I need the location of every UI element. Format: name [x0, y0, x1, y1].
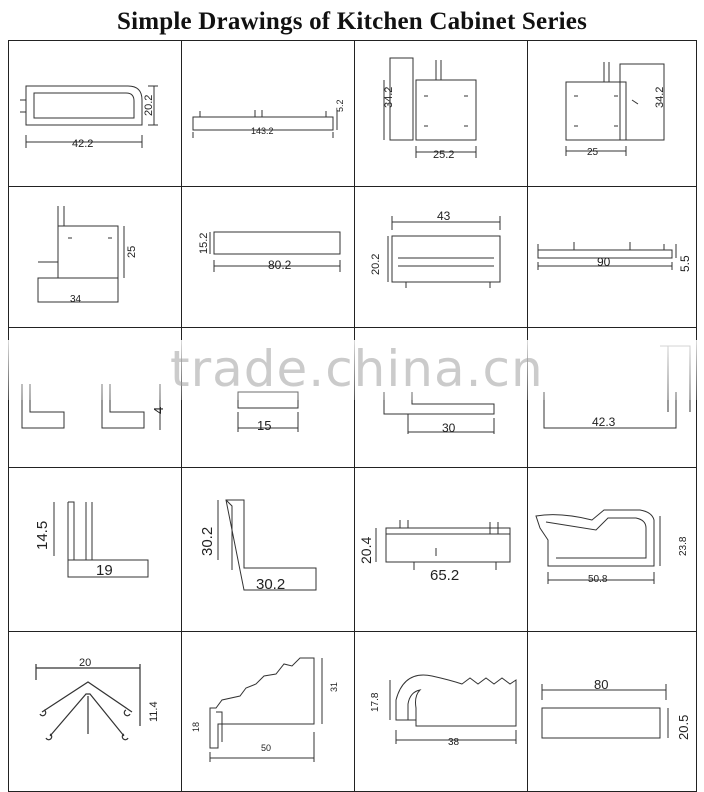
- profile-r3c3: [383, 392, 495, 434]
- profile-r5c4: [541, 684, 669, 739]
- dim-label: 34.2: [654, 87, 666, 108]
- dim-label: 5.2: [335, 99, 345, 112]
- profile-r1c4: [565, 62, 665, 156]
- dim-label: 42.3: [592, 415, 616, 429]
- dim-label: 30.2: [199, 527, 216, 556]
- profile-r4c1: [53, 501, 149, 578]
- dim-label: 31: [329, 682, 339, 692]
- dim-label: 50.8: [588, 574, 608, 585]
- profile-r2c1: [37, 206, 125, 303]
- dim-label: 30: [442, 421, 456, 435]
- dim-label: 23.8: [678, 536, 689, 556]
- dim-label: 14.5: [34, 521, 51, 550]
- page-title: Simple Drawings of Kitchen Cabinet Serie…: [117, 8, 587, 35]
- watermark: trade.china.cn: [170, 340, 544, 398]
- profile-r2c4: [537, 242, 677, 270]
- profile-r4c3: [375, 520, 511, 570]
- dim-label: 143.2: [251, 126, 274, 136]
- dim-label: 20.2: [143, 95, 155, 116]
- profile-r1c1: [20, 85, 158, 148]
- dim-label: 25.2: [433, 149, 454, 161]
- dim-label: 38: [448, 737, 460, 748]
- dim-label: 80: [594, 677, 608, 692]
- dim-label: 15.2: [198, 233, 210, 254]
- dim-label: 4: [151, 407, 166, 414]
- dim-label: 5.5: [678, 255, 692, 272]
- profile-r2c2: [209, 231, 341, 272]
- dim-label: 17.8: [370, 692, 381, 712]
- dim-label: 34.2: [383, 87, 395, 108]
- dim-label: 90: [597, 255, 611, 269]
- dim-label: 19: [96, 562, 113, 579]
- dim-label: 80.2: [268, 258, 292, 272]
- dim-label: 18: [191, 722, 201, 732]
- watermark-haze: [0, 340, 704, 400]
- dim-label: 50: [261, 743, 271, 753]
- dim-label: 65.2: [430, 567, 459, 584]
- profile-r1c3: [383, 57, 477, 158]
- profile-r2c3: [387, 216, 501, 288]
- profile-r5c1: [35, 664, 141, 741]
- dim-label: 20.5: [676, 715, 691, 740]
- dim-label: 15: [257, 418, 271, 433]
- dim-label: 34: [70, 294, 82, 305]
- dim-label: 20.4: [358, 537, 374, 564]
- dim-label: 11.4: [148, 701, 160, 722]
- dim-label: 25: [587, 147, 599, 158]
- profile-r4c2: [217, 499, 317, 591]
- dim-label: 20.2: [370, 254, 382, 275]
- profile-r1c2: [192, 110, 338, 138]
- dim-label: 20: [79, 657, 91, 669]
- dim-label: 43: [437, 209, 451, 223]
- profile-r5c3: [389, 674, 517, 744]
- profile-r4c4: [535, 509, 661, 584]
- dim-label: 42.2: [72, 138, 93, 150]
- dim-label: 25: [126, 246, 138, 258]
- profile-r5c2: [209, 657, 323, 762]
- dim-label: 30.2: [256, 576, 285, 593]
